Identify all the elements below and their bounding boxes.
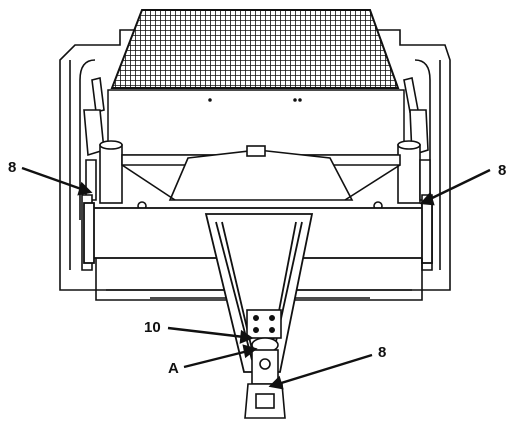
label-8-left: 8 [8,159,16,176]
cross-frame [121,145,401,211]
label-8-right: 8 [498,162,506,179]
leader-arrows [21,166,491,390]
hitch-coupler [244,337,286,419]
label-a: A [168,360,179,377]
mesh-screen [110,9,400,89]
label-8-bottom: 8 [378,344,386,361]
label-10: 10 [144,319,161,336]
hitch-plate [246,309,282,339]
body-outline [59,29,451,291]
